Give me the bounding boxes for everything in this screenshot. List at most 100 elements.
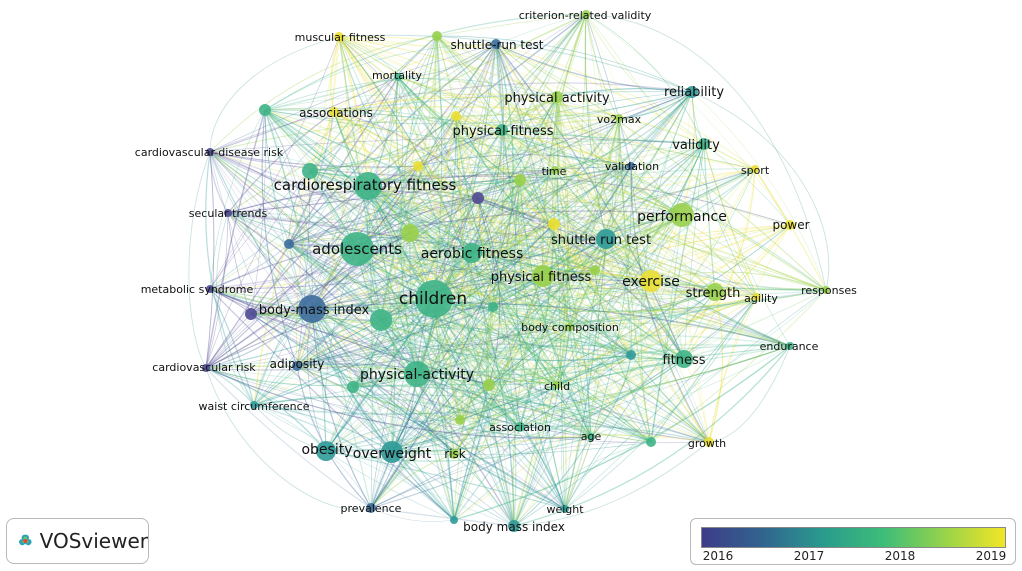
keyword-label[interactable]: validation bbox=[605, 160, 659, 173]
keyword-label[interactable]: adolescents bbox=[312, 240, 402, 258]
keyword-label[interactable]: metabolic syndrome bbox=[141, 283, 254, 296]
keyword-node[interactable] bbox=[224, 209, 232, 217]
keyword-node[interactable] bbox=[786, 342, 794, 350]
keyword-node[interactable] bbox=[532, 265, 554, 287]
keyword-node[interactable] bbox=[292, 361, 302, 371]
keyword-node[interactable] bbox=[582, 10, 590, 18]
keyword-node[interactable] bbox=[646, 437, 656, 447]
keyword-label[interactable]: agility bbox=[744, 292, 778, 305]
keyword-node[interactable] bbox=[302, 163, 318, 179]
keyword-label[interactable]: physical-activity bbox=[360, 367, 474, 383]
keyword-label[interactable]: physical-fitness bbox=[452, 124, 553, 139]
keyword-node[interactable] bbox=[496, 124, 508, 136]
keyword-node[interactable] bbox=[401, 224, 419, 242]
keyword-label[interactable]: endurance bbox=[760, 340, 819, 353]
keyword-label[interactable]: cardiovascular risk bbox=[152, 361, 256, 374]
keyword-node[interactable] bbox=[514, 174, 526, 186]
keyword-node[interactable] bbox=[488, 302, 498, 312]
keyword-node[interactable] bbox=[596, 229, 616, 249]
keyword-node[interactable] bbox=[698, 138, 710, 150]
keyword-label[interactable]: adiposity bbox=[270, 357, 325, 371]
keyword-node[interactable] bbox=[449, 449, 459, 459]
keyword-label[interactable]: vo2max bbox=[597, 113, 642, 126]
keyword-node[interactable] bbox=[451, 111, 461, 121]
keyword-label[interactable]: children bbox=[399, 289, 467, 309]
keyword-node[interactable] bbox=[415, 280, 453, 318]
keyword-node[interactable] bbox=[553, 381, 561, 389]
keyword-label[interactable]: strength bbox=[686, 286, 741, 301]
keyword-label[interactable]: body mass index bbox=[463, 520, 565, 534]
keyword-label[interactable]: aerobic fitness bbox=[421, 246, 524, 262]
keyword-node[interactable] bbox=[785, 220, 795, 230]
keyword-node[interactable] bbox=[450, 516, 458, 524]
keyword-node[interactable] bbox=[394, 73, 402, 81]
keyword-node[interactable] bbox=[548, 218, 560, 230]
keyword-node[interactable] bbox=[686, 86, 698, 98]
keyword-node[interactable] bbox=[551, 166, 559, 174]
keyword-node[interactable] bbox=[491, 39, 501, 49]
keyword-node[interactable] bbox=[245, 308, 257, 320]
keyword-node[interactable] bbox=[404, 361, 430, 387]
keyword-label[interactable]: association bbox=[489, 421, 551, 434]
keyword-node[interactable] bbox=[472, 192, 484, 204]
keyword-node[interactable] bbox=[250, 401, 258, 409]
keyword-node[interactable] bbox=[347, 381, 359, 393]
keyword-label[interactable]: obesity bbox=[301, 442, 352, 458]
keyword-label[interactable]: cardiovascular-disease risk bbox=[135, 146, 284, 159]
keyword-node[interactable] bbox=[206, 148, 214, 156]
keyword-label[interactable]: shuttle-run test bbox=[451, 38, 544, 52]
keyword-node[interactable] bbox=[822, 286, 830, 294]
keyword-node[interactable] bbox=[366, 503, 376, 513]
keyword-node[interactable] bbox=[615, 114, 623, 122]
keyword-node[interactable] bbox=[706, 283, 724, 301]
keyword-node[interactable] bbox=[413, 161, 423, 171]
keyword-label[interactable]: associations bbox=[299, 106, 373, 120]
keyword-node[interactable] bbox=[640, 270, 662, 292]
keyword-label[interactable]: responses bbox=[801, 284, 857, 297]
keyword-label[interactable]: shuttle run test bbox=[551, 233, 651, 248]
keyword-label[interactable]: growth bbox=[688, 437, 726, 450]
keyword-node[interactable] bbox=[284, 239, 294, 249]
keyword-label[interactable]: risk bbox=[444, 447, 466, 461]
keyword-label[interactable]: overweight bbox=[353, 446, 432, 462]
keyword-label[interactable]: physical fitness bbox=[491, 270, 592, 285]
keyword-label[interactable]: exercise bbox=[622, 274, 680, 290]
keyword-label[interactable]: weight bbox=[546, 503, 584, 516]
keyword-node[interactable] bbox=[670, 203, 694, 227]
keyword-label[interactable]: power bbox=[772, 218, 809, 232]
keyword-label[interactable]: cardiorespiratory fitness bbox=[274, 176, 457, 194]
keyword-label[interactable]: secular trends bbox=[189, 207, 268, 220]
keyword-label[interactable]: reliability bbox=[664, 85, 724, 100]
keyword-node[interactable] bbox=[370, 309, 392, 331]
keyword-node[interactable] bbox=[316, 441, 336, 461]
keyword-label[interactable]: fitness bbox=[662, 353, 705, 368]
keyword-node[interactable] bbox=[298, 295, 326, 323]
keyword-node[interactable] bbox=[381, 441, 403, 463]
keyword-node[interactable] bbox=[329, 107, 339, 117]
keyword-node[interactable] bbox=[462, 243, 482, 263]
keyword-node[interactable] bbox=[675, 350, 693, 368]
keyword-label[interactable]: age bbox=[581, 430, 602, 443]
keyword-node[interactable] bbox=[704, 437, 714, 447]
keyword-label[interactable]: prevalence bbox=[341, 502, 402, 515]
keyword-label[interactable]: child bbox=[544, 380, 570, 393]
keyword-node[interactable] bbox=[455, 415, 465, 425]
keyword-label[interactable]: validity bbox=[672, 138, 720, 153]
keyword-node[interactable] bbox=[587, 433, 595, 441]
keyword-node[interactable] bbox=[551, 91, 563, 103]
keyword-node[interactable] bbox=[508, 520, 520, 532]
keyword-node[interactable] bbox=[561, 505, 569, 513]
keyword-node[interactable] bbox=[354, 172, 382, 200]
keyword-node[interactable] bbox=[483, 379, 495, 391]
keyword-label[interactable]: body-mass index bbox=[259, 303, 370, 318]
keyword-node[interactable] bbox=[627, 162, 635, 170]
keyword-label[interactable]: body composition bbox=[521, 321, 619, 334]
keyword-label[interactable]: sport bbox=[741, 164, 770, 177]
keyword-node[interactable] bbox=[515, 422, 525, 432]
keyword-node[interactable] bbox=[753, 293, 761, 301]
keyword-label[interactable]: time bbox=[542, 165, 567, 178]
keyword-label[interactable]: criterion-related validity bbox=[519, 9, 652, 22]
keyword-label[interactable]: mortality bbox=[372, 69, 422, 82]
keyword-node[interactable] bbox=[432, 31, 442, 41]
keyword-node[interactable] bbox=[566, 323, 574, 331]
